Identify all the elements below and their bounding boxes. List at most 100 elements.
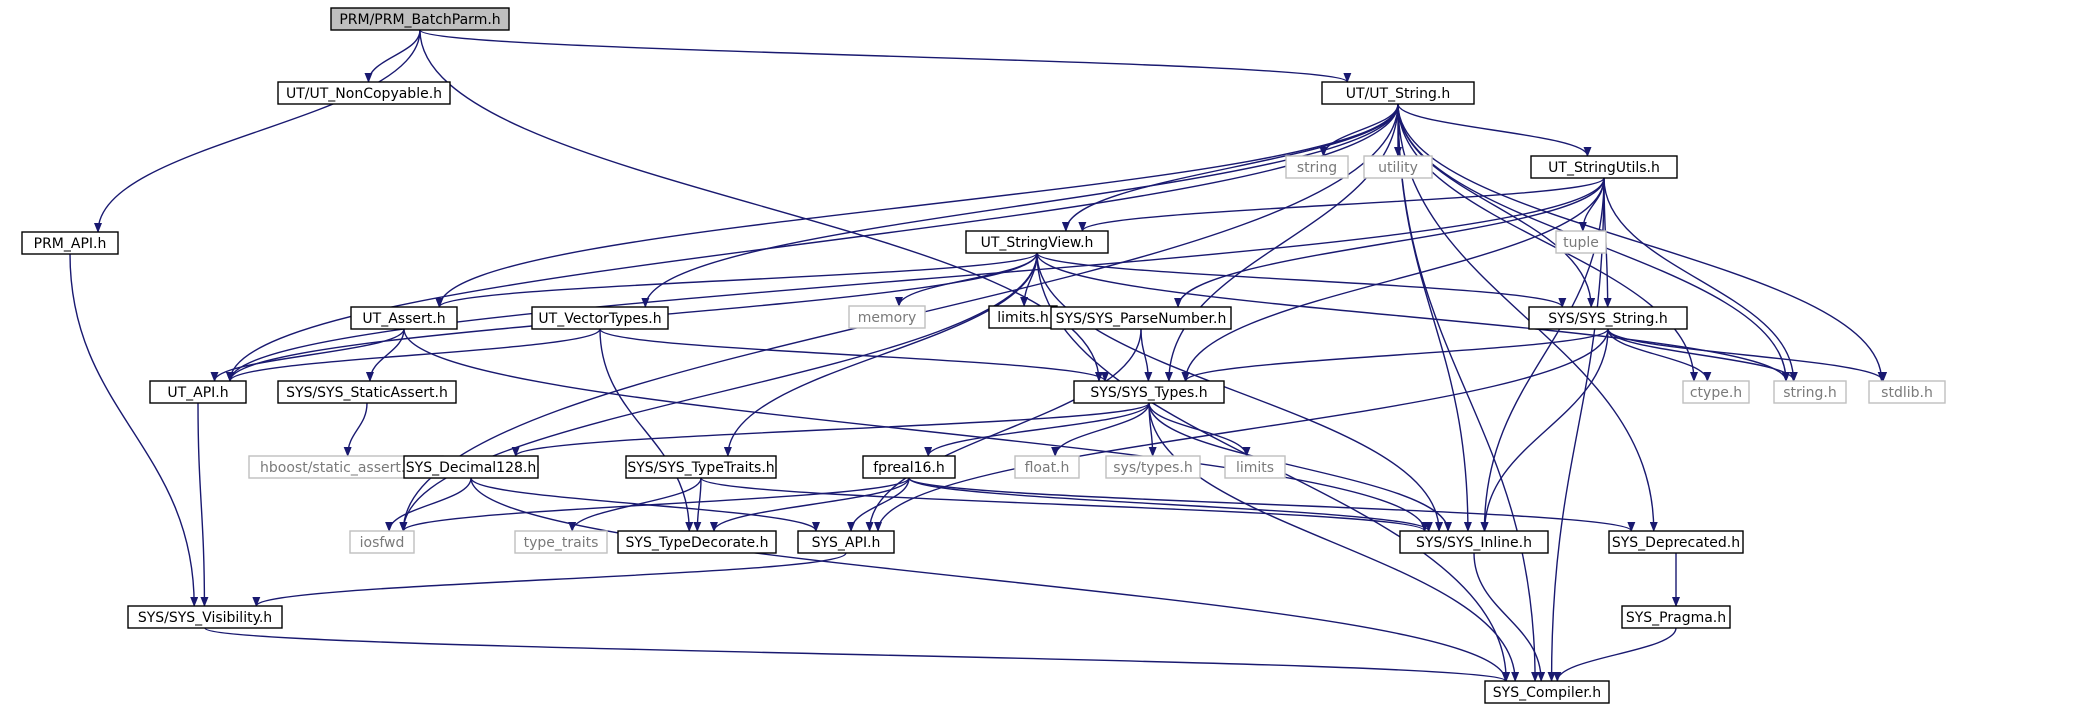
node-ut-stringview: UT_StringView.h [965, 230, 1109, 254]
node-label: stdlib.h [1881, 385, 1933, 401]
node-box [514, 530, 608, 554]
node-label: UT/UT_String.h [1346, 86, 1450, 102]
edge-ut-stringutils-to-ut-stringview [1078, 177, 1605, 232]
node-box [862, 455, 956, 479]
edge-prm-batchparm-to-ut-noncopyable [364, 29, 421, 83]
edge-prm-batchparm-to-prm-api [94, 29, 421, 233]
node-stdlib: stdlib.h [1868, 380, 1946, 404]
node-ut-vectortypes: UT_VectorTypes.h [531, 306, 669, 330]
edge-sys-string-to-stdlib [1607, 328, 1887, 382]
node-label: SYS_Decimal128.h [406, 460, 536, 476]
node-sys-parsenumber: SYS/SYS_ParseNumber.h [1050, 306, 1232, 330]
node-label: sys/types.h [1113, 460, 1192, 476]
node-label: SYS_Pragma.h [1626, 610, 1726, 626]
edge-ut-stringview-to-iosfwd [399, 252, 1038, 532]
node-label: SYS_API.h [812, 535, 881, 551]
node-box [1608, 530, 1744, 554]
node-box [848, 305, 926, 329]
node-label: iosfwd [360, 535, 405, 551]
node-ut-api: UT_API.h [149, 380, 247, 404]
node-box [1105, 455, 1201, 479]
node-ut-stringutils: UT_StringUtils.h [1530, 155, 1678, 179]
node-label: fpreal16.h [873, 460, 944, 476]
node-label: limits.h [997, 310, 1048, 326]
edge-prm-api-to-sys-visibility [69, 253, 199, 607]
edge-sys-string-to-sys-api [874, 328, 1609, 532]
node-label: SYS/SYS_TypeTraits.h [627, 460, 774, 476]
edge-ut-string-to-ut-assert [435, 103, 1399, 308]
edge-sys-types-to-fpreal16 [924, 402, 1150, 457]
node-label: SYS/SYS_String.h [1548, 311, 1667, 327]
edge-sys-inline-to-sys-compiler [1473, 552, 1546, 682]
node-box [797, 530, 895, 554]
node-sys-staticassert: SYS/SYS_StaticAssert.h [277, 380, 457, 404]
node-sys-inline: SYS/SYS_Inline.h [1399, 530, 1549, 554]
edge-ut-vectortypes-to-sys-typedecorate [599, 328, 694, 532]
node-label: UT_Assert.h [362, 311, 445, 327]
node-sys-types-h: sys/types.h [1105, 455, 1201, 479]
node-box [1530, 155, 1678, 179]
node-limits: limits [1224, 455, 1286, 479]
edge-ut-stringutils-to-ut-api [226, 177, 1605, 382]
node-label: tuple [1563, 235, 1599, 251]
edge-sys-string-to-sys-inline [1480, 328, 1609, 532]
edge-ut-vectortypes-to-ut-api [226, 328, 601, 382]
node-box [1528, 306, 1688, 330]
node-sys-deprecated: SYS_Deprecated.h [1608, 530, 1744, 554]
edge-fpreal16-to-sys-typedecorate [710, 477, 910, 532]
node-ut-noncopyable: UT/UT_NonCopyable.h [277, 81, 451, 105]
edge-ut-string-to-ut-stringview [1061, 103, 1399, 232]
edge-sys-types-to-sys-inline [1148, 402, 1452, 532]
node-sys-api: SYS_API.h [797, 530, 895, 554]
node-sys-types: SYS/SYS_Types.h [1073, 380, 1225, 404]
edge-ut-string-to-stdlib [1397, 103, 1886, 382]
node-box [330, 7, 510, 31]
node-sys-string: SYS/SYS_String.h [1528, 306, 1688, 330]
edge-ut-assert-to-sys-inline [403, 328, 1429, 532]
node-float-h: float.h [1014, 455, 1080, 479]
node-sys-typetraits: SYS/SYS_TypeTraits.h [625, 455, 777, 479]
edge-ut-string-to-ut-stringutils [1397, 103, 1592, 157]
edge-prm-batchparm-to-ut-string [419, 29, 1351, 83]
edge-ut-stringutils-to-string-h [1603, 177, 1798, 382]
node-sys-pragma: SYS_Pragma.h [1621, 605, 1731, 629]
node-box [1555, 230, 1607, 254]
node-box [127, 605, 283, 629]
edge-ut-stringutils-to-sys-types [1181, 177, 1605, 382]
node-label: PRM_API.h [34, 236, 107, 252]
node-label: SYS/SYS_Inline.h [1416, 535, 1532, 551]
edge-sys-visibility-to-sys-compiler [204, 627, 1510, 682]
edge-sys-decimal128-to-iosfwd [385, 477, 472, 532]
node-box [1621, 605, 1731, 629]
node-label: type_traits [524, 535, 599, 551]
node-memory: memory [848, 305, 926, 329]
node-label: UT_StringView.h [981, 235, 1094, 251]
node-box [1399, 530, 1549, 554]
node-box [1773, 380, 1847, 404]
node-ctype: ctype.h [1682, 380, 1750, 404]
node-sys-decimal128: SYS_Decimal128.h [403, 455, 539, 479]
node-label: UT_API.h [167, 385, 228, 401]
node-utility: utility [1363, 155, 1433, 179]
node-label: SYS/SYS_Types.h [1090, 385, 1207, 401]
node-box [1321, 81, 1475, 105]
edge-ut-vectortypes-to-sys-types [599, 328, 1109, 382]
edge-ut-assert-to-sys-staticassert [365, 328, 405, 382]
edge-ut-assert-to-ut-api [210, 328, 405, 382]
node-ut-assert: UT_Assert.h [350, 306, 458, 330]
node-box [149, 380, 247, 404]
node-box [625, 455, 777, 479]
node-sys-compiler: SYS_Compiler.h [1484, 680, 1610, 704]
edges-layer [69, 29, 1887, 682]
node-box [1363, 155, 1433, 179]
edge-sys-decimal128-to-sys-compiler [470, 477, 1510, 682]
edge-sys-types-to-sys-compiler [1148, 402, 1520, 682]
edge-sys-string-to-ctype [1607, 328, 1712, 382]
node-label: utility [1378, 160, 1418, 176]
edge-fpreal16-to-iosfwd [399, 477, 910, 532]
node-box [1484, 680, 1610, 704]
node-label: SYS_TypeDecorate.h [626, 535, 769, 551]
node-ut-string: UT/UT_String.h [1321, 81, 1475, 105]
node-fpreal16: fpreal16.h [862, 455, 956, 479]
